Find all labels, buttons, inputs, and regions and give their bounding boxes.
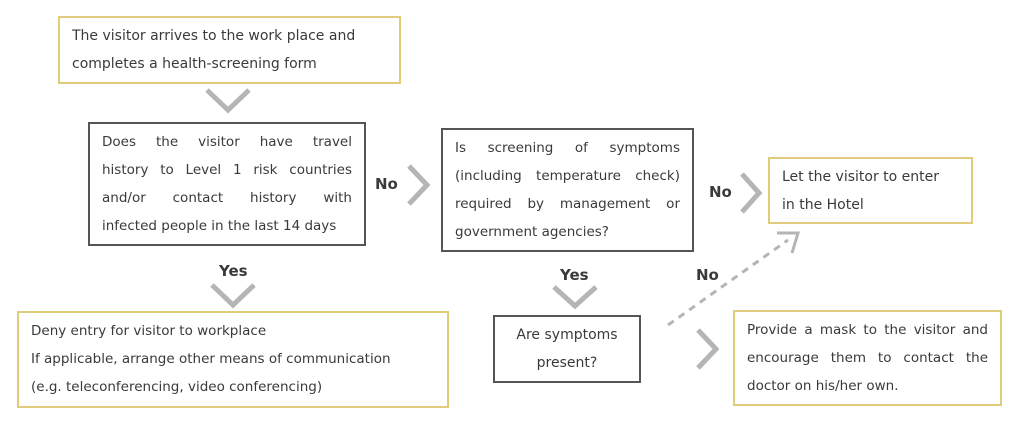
travel-question-node: Does the visitor have travel history to … xyxy=(88,122,366,246)
edge-label-no: No xyxy=(696,266,719,284)
node-text: Provide a mask to the visitor and xyxy=(747,322,988,338)
node-text: Does the visitor have travel xyxy=(102,134,352,150)
node-text: Let the visitor to enter xyxy=(782,169,940,185)
edge-label-no: No xyxy=(375,175,398,193)
chevron-right-arrow xyxy=(407,164,431,206)
node-text: history to Level 1 risk countries xyxy=(102,162,352,178)
chevron-down-arrow xyxy=(210,283,256,309)
edge-label-yes: Yes xyxy=(560,266,589,284)
node-text: in the Hotel xyxy=(782,197,864,213)
node-text: Are symptoms xyxy=(516,327,618,343)
edge-label-no: No xyxy=(709,183,732,201)
symptoms-node: Are symptoms present? xyxy=(493,315,641,383)
edge-label-yes: Yes xyxy=(219,262,248,280)
node-text: and/or contact history with xyxy=(102,190,352,206)
dashed-arrow-head xyxy=(777,231,801,254)
start-node: The visitor arrives to the work place an… xyxy=(58,16,401,84)
chevron-right-arrow xyxy=(740,172,763,214)
node-text: Deny entry for visitor to workplace xyxy=(31,323,267,339)
node-text: (e.g. teleconferencing, video conferenci… xyxy=(31,379,323,395)
node-text: encourage them to contact the xyxy=(747,350,988,366)
node-text: government agencies? xyxy=(455,224,609,240)
chevron-down-arrow xyxy=(552,285,598,310)
node-text: The visitor arrives to the work place an… xyxy=(72,28,356,44)
node-text: If applicable, arrange other means of co… xyxy=(31,351,391,367)
node-text: infected people in the last 14 days xyxy=(102,218,337,234)
node-text: present? xyxy=(536,355,598,371)
deny-node: Deny entry for visitor to workplace If a… xyxy=(17,311,449,408)
node-text: Is screening of symptoms xyxy=(455,140,680,156)
chevron-right-arrow xyxy=(696,328,720,370)
node-text: completes a health-screening form xyxy=(72,56,317,72)
node-text: (including temperature check) xyxy=(455,168,680,184)
dashed-arrow-line xyxy=(667,238,789,327)
mask-node: Provide a mask to the visitor and encour… xyxy=(733,310,1002,406)
node-text: doctor on his/her own. xyxy=(747,378,899,394)
enter-node: Let the visitor to enter in the Hotel xyxy=(768,157,973,224)
screening-question-node: Is screening of symptoms (including temp… xyxy=(441,128,694,252)
chevron-down-arrow xyxy=(205,88,251,114)
node-text: required by management or xyxy=(455,196,680,212)
